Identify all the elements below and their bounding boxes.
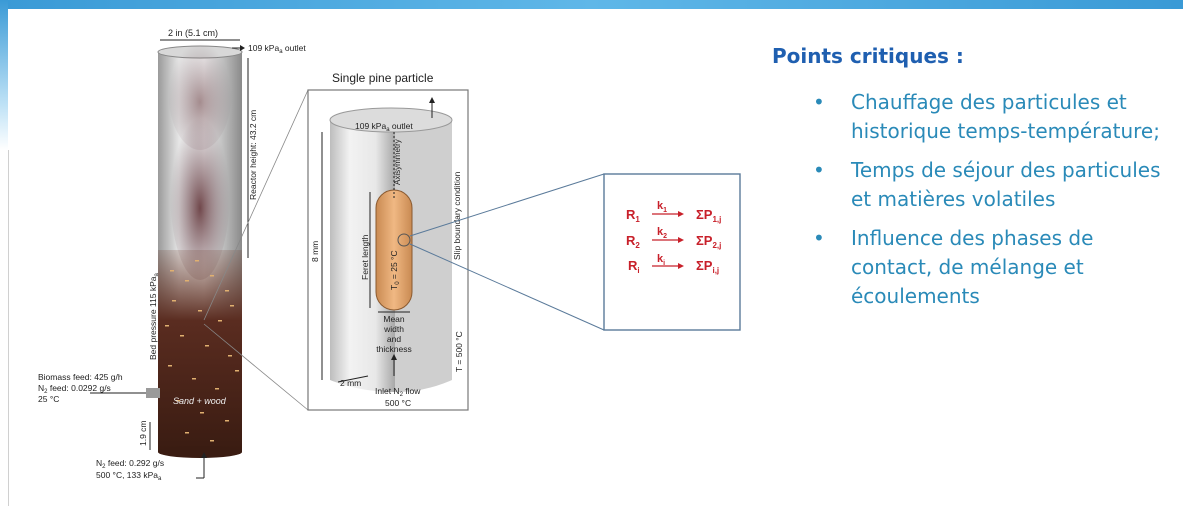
svg-text:ΣP2,j: ΣP2,j (696, 233, 721, 250)
svg-text:Ri: Ri (628, 258, 640, 275)
bullet-icon: • (813, 158, 825, 182)
svg-text:R2: R2 (626, 233, 640, 250)
bed-pressure-label: Bed pressure 115 kPaa (148, 273, 160, 360)
mean-label-1: Mean (383, 314, 405, 324)
inlet-temp-label: 500 °C (385, 398, 411, 408)
reactor-height-label: Reactor height: 43.2 cm (248, 110, 258, 200)
top-accent-bar (0, 0, 1183, 9)
particle-width-label: 2 mm (340, 378, 361, 388)
reactor-figure: 2 in (5.1 cm) 109 kPaa outlet Reactor he… (38, 28, 741, 482)
n2-inlet-arrow-icon (201, 452, 207, 458)
mean-label-3: and (387, 334, 401, 344)
outlet-arrow-icon (240, 45, 245, 51)
left-accent-strip (0, 0, 8, 150)
list-item: • Chauffage des particules et historique … (813, 88, 1175, 146)
reactor-tube (157, 30, 243, 458)
wall-temp-label: T = 500 °C (454, 331, 464, 372)
particle-height-label: 8 mm (310, 241, 320, 262)
critical-point-1: Chauffage des particules et historique t… (851, 90, 1160, 143)
mean-label-4: thickness (376, 344, 411, 354)
critical-point-3: Influence des phases de contact, de méla… (851, 226, 1094, 308)
svg-text:ki: ki (657, 253, 665, 267)
n2-feed-conditions-label: 500 °C, 133 kPaa (96, 470, 162, 482)
svg-text:k2: k2 (657, 226, 667, 240)
pine-particle (375, 189, 413, 311)
mean-label-2: width (383, 324, 404, 334)
bullet-icon: • (813, 90, 825, 114)
axisymmetry-label: Axisymmetry (393, 139, 402, 185)
sand-particles (165, 260, 239, 442)
slip-boundary-label: Slip boundary condition (452, 171, 462, 260)
n2-feed-label: N2 feed: 0.292 g/s (96, 458, 164, 470)
reaction-row-3: Ri ki ΣPi,j (628, 253, 719, 275)
reaction-row-2: R2 k2 ΣP2,j (626, 226, 721, 250)
feret-length-label: Feret length (360, 234, 370, 280)
particle-panel: Single pine particle (307, 71, 469, 411)
reaction-box (603, 173, 741, 331)
critical-point-2: Temps de séjour des particules et matièr… (851, 158, 1161, 211)
zoom-line-bottom (203, 323, 309, 411)
reaction-zoom-line-top (409, 173, 605, 237)
biomass-feed-label: Biomass feed: 425 g/h (38, 372, 123, 382)
bottom-dimension-label: 1.9 cm (138, 420, 148, 446)
svg-text:ΣP1,j: ΣP1,j (696, 207, 721, 224)
particle-zoom-circle (397, 233, 411, 247)
svg-text:k1: k1 (657, 200, 667, 214)
sand-wood-label: Sand + wood (173, 396, 227, 406)
reactor-width-label: 2 in (5.1 cm) (168, 28, 218, 38)
initial-temp-label: T0 = 25 °C (389, 250, 401, 290)
svg-text:R1: R1 (626, 207, 640, 224)
critical-points-title: Points critiques : (772, 44, 964, 68)
biomass-temp-label: 25 °C (38, 394, 59, 404)
list-item: • Influence des phases de contact, de mél… (813, 224, 1175, 311)
left-border-line (8, 150, 9, 506)
feed-port (146, 388, 160, 398)
particle-outlet-label: 109 kPaa outlet (355, 121, 413, 133)
zoom-line-top (203, 89, 309, 321)
reaction-zoom-line-bottom (409, 243, 605, 331)
reactor-outlet-label: 109 kPaa outlet (248, 43, 306, 55)
biomass-n2-feed-label: N2 feed: 0.0292 g/s (38, 383, 111, 395)
particle-title: Single pine particle (332, 71, 434, 85)
bullet-icon: • (813, 226, 825, 250)
svg-text:ΣPi,j: ΣPi,j (696, 258, 719, 275)
inlet-arrow-icon (391, 354, 397, 360)
reaction-list: R1 k1 ΣP1,j R2 k2 ΣP2,j Ri ki ΣPi,j (626, 200, 721, 275)
inlet-flow-label: Inlet N2 flow (375, 386, 421, 398)
list-item: • Temps de séjour des particules et matiè… (813, 156, 1175, 214)
critical-points-list: • Chauffage des particules et historique … (813, 88, 1175, 321)
reaction-row-1: R1 k1 ΣP1,j (626, 200, 721, 224)
particle-outlet-arrow-icon (429, 97, 435, 103)
